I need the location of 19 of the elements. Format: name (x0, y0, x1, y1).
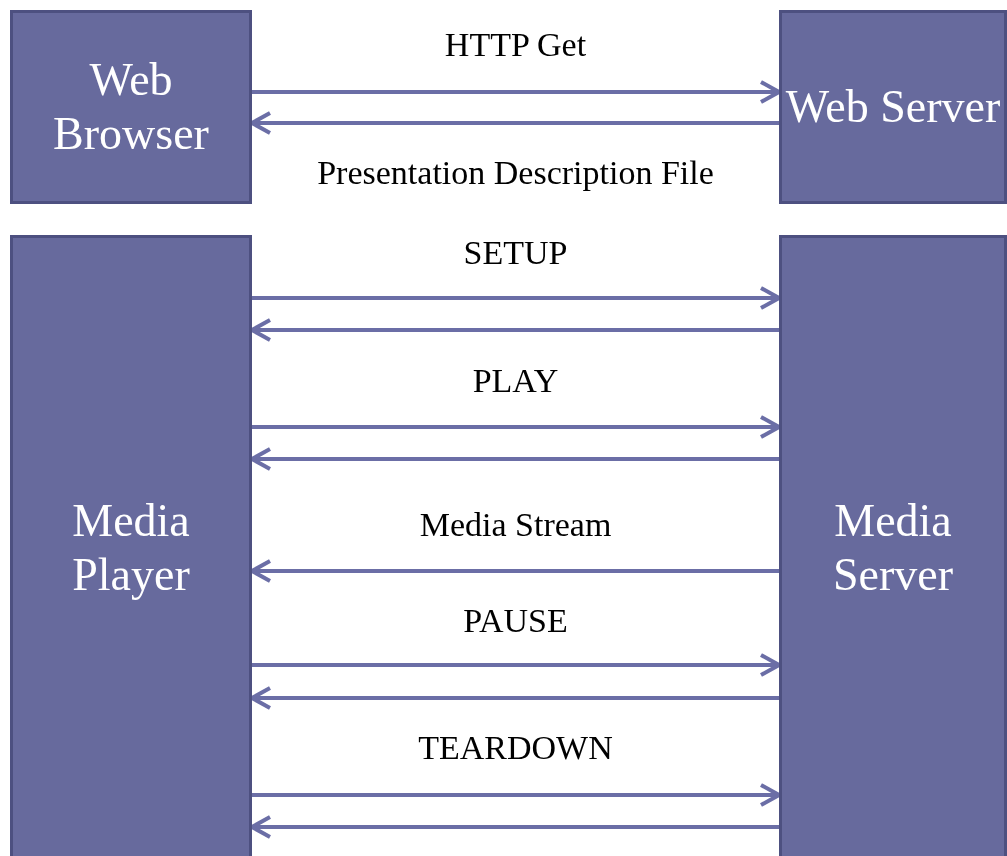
participant-name: Web Browser (52, 53, 210, 161)
arrow (250, 318, 779, 342)
participant-name: Media Server (831, 493, 955, 602)
participant-box (779, 235, 1007, 856)
participant-box (779, 10, 1007, 204)
arrow (250, 559, 779, 583)
arrow (250, 111, 779, 135)
arrow (250, 447, 779, 471)
participant-name: Media Player (71, 493, 191, 602)
arrow (252, 653, 781, 677)
arrow (252, 783, 781, 807)
arrow (250, 686, 779, 710)
arrow (252, 415, 781, 439)
participant-name: Web Server (785, 80, 1001, 134)
arrow (252, 286, 781, 310)
arrow (250, 815, 779, 839)
participant-box (10, 10, 252, 204)
arrow (252, 80, 781, 104)
participant-box (10, 235, 252, 856)
